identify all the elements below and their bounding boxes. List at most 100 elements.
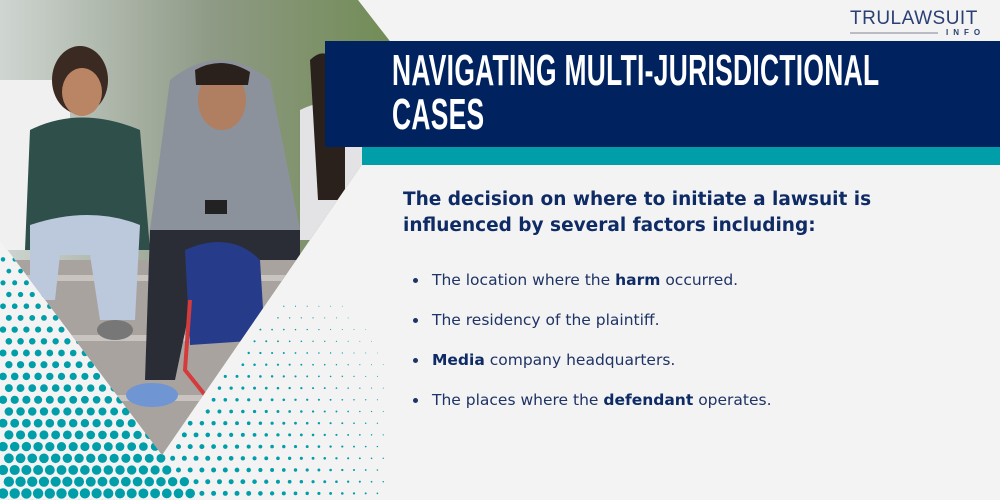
- halftone-dot: [167, 476, 178, 487]
- halftone-dot: [228, 479, 234, 485]
- halftone-dot: [353, 399, 355, 401]
- halftone-dot: [44, 465, 55, 475]
- halftone-dot: [287, 479, 292, 484]
- halftone-dot: [329, 375, 332, 378]
- halftone-dot: [270, 444, 274, 449]
- halftone-dot: [87, 384, 95, 392]
- halftone-dot: [370, 410, 373, 413]
- halftone-dot: [15, 453, 26, 464]
- halftone-dot: [353, 329, 355, 331]
- halftone-dot: [185, 488, 196, 499]
- halftone-dot: [265, 340, 268, 343]
- halftone-dot: [28, 384, 37, 392]
- halftone-dot: [281, 468, 286, 472]
- halftone-dot: [68, 442, 78, 452]
- halftone-dot: [63, 407, 72, 416]
- halftone-dot: [335, 340, 338, 342]
- halftone-dot: [376, 492, 379, 495]
- halftone-dot: [252, 479, 257, 484]
- bullet-icon: [413, 398, 418, 403]
- halftone-dot: [306, 352, 309, 354]
- halftone-dot: [265, 363, 268, 366]
- halftone-dot: [264, 433, 269, 437]
- halftone-dot: [259, 351, 262, 355]
- halftone-dot: [276, 410, 280, 413]
- halftone-dot: [376, 375, 378, 377]
- halftone-dot: [259, 375, 262, 378]
- halftone-dot: [10, 418, 20, 428]
- halftone-dot: [234, 467, 240, 473]
- halftone-dot: [323, 387, 326, 390]
- halftone-dot: [115, 442, 125, 452]
- halftone-dot: [133, 430, 142, 440]
- halftone-dot: [52, 315, 59, 321]
- halftone-dot: [300, 317, 302, 319]
- halftone-dot: [46, 326, 53, 333]
- halftone-dot: [57, 372, 66, 381]
- halftone-dot: [317, 445, 321, 448]
- halftone-dot: [311, 480, 315, 484]
- halftone-dot: [222, 467, 228, 473]
- halftone-dot: [79, 488, 91, 499]
- list-item: The residency of the plaintiff.: [413, 306, 772, 346]
- halftone-dot: [324, 340, 326, 342]
- halftone-dot: [11, 326, 18, 333]
- halftone-dot: [58, 326, 65, 333]
- halftone-dot: [241, 386, 245, 390]
- halftone-dot: [276, 386, 280, 390]
- logo-subtext: INFO: [946, 28, 986, 37]
- halftone-dot: [69, 372, 77, 381]
- halftone-dot: [156, 476, 166, 487]
- halftone-dot: [69, 349, 77, 357]
- halftone-dot: [352, 468, 356, 472]
- halftone-dot: [246, 421, 251, 426]
- halftone-dot: [50, 476, 61, 487]
- halftone-dot: [234, 490, 240, 496]
- halftone-dot: [10, 372, 19, 381]
- halftone-dot: [353, 422, 355, 425]
- halftone-dot: [104, 395, 113, 404]
- halftone-dot: [6, 268, 12, 274]
- halftone-dot: [358, 480, 361, 483]
- halftone-dot: [0, 326, 7, 333]
- halftone-dot: [269, 491, 275, 496]
- halftone-dot: [324, 317, 326, 319]
- halftone-dot: [341, 445, 344, 448]
- halftone-dot: [139, 442, 148, 451]
- halftone-dot: [323, 433, 326, 437]
- item-text: The places where the: [432, 391, 604, 409]
- halftone-dot: [104, 419, 113, 428]
- list-item: The location where the harm occurred.: [413, 266, 772, 306]
- halftone-dot: [229, 409, 234, 414]
- halftone-dot: [103, 442, 113, 452]
- halftone-dot: [247, 351, 250, 355]
- halftone-dot: [370, 480, 373, 483]
- halftone-dot: [50, 453, 61, 464]
- halftone-dot: [246, 444, 251, 449]
- halftone-dot: [346, 480, 350, 483]
- halftone-dot: [57, 418, 66, 428]
- content-heading: The decision on where to initiate a laws…: [403, 189, 872, 236]
- halftone-dot: [235, 421, 239, 426]
- halftone-dot: [132, 476, 143, 487]
- halftone-dot: [127, 442, 137, 451]
- halftone-dot: [282, 375, 285, 378]
- halftone-dot: [241, 409, 245, 414]
- halftone-dot: [34, 349, 42, 357]
- halftone-dot: [17, 338, 24, 345]
- halftone-dot: [288, 340, 291, 343]
- halftone-dot: [109, 476, 120, 487]
- halftone-dot: [318, 305, 320, 307]
- halftone-dot: [40, 338, 48, 345]
- halftone-dot: [45, 418, 55, 428]
- halftone-dot: [33, 465, 44, 475]
- halftone-dot: [35, 326, 42, 333]
- bullet-icon: [413, 318, 418, 323]
- halftone-dot: [9, 441, 20, 452]
- halftone-dot: [288, 433, 292, 437]
- halftone-dot: [0, 395, 8, 404]
- halftone-dot: [305, 421, 309, 425]
- halftone-dot: [341, 329, 343, 331]
- halftone-dot: [63, 384, 72, 392]
